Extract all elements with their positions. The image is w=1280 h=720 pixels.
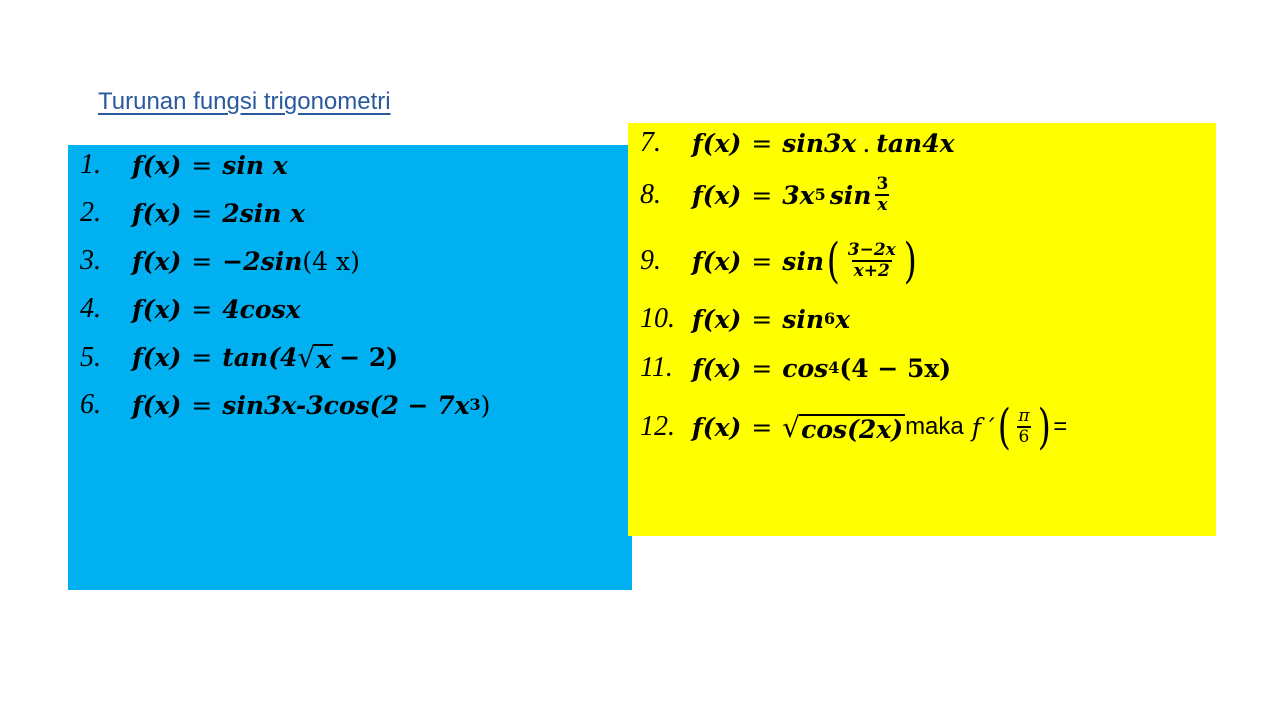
problem-3: 3. f(x) = −2sin (4 x) (80, 245, 360, 276)
fraction: π 6 (1016, 406, 1032, 447)
problem-1: 1. f(x) = sin x (80, 149, 288, 180)
problem-5: 5. f(x) = tan(4 √x − 2) (80, 341, 399, 374)
problem-number: 4. (80, 293, 101, 324)
problem-number: 2. (80, 197, 101, 228)
problem-4: 4. f(x) = 4cosx (80, 293, 301, 324)
problem-number: 9. (640, 245, 661, 276)
problem-2: 2. f(x) = 2sin x (80, 197, 306, 228)
problem-number: 11. (640, 352, 673, 383)
problem-number: 8. (640, 179, 661, 210)
problem-number: 10. (640, 303, 675, 334)
problem-number: 7. (640, 127, 661, 158)
problem-number: 1. (80, 149, 101, 180)
problem-number: 6. (80, 389, 101, 420)
fraction: 3 x (875, 174, 890, 215)
problem-number: 12. (640, 411, 675, 442)
fraction: 3−2x x+2 (847, 240, 896, 281)
problem-number: 3. (80, 245, 101, 276)
square-root: √x (297, 341, 334, 374)
page-title: Turunan fungsi trigonometri (98, 88, 391, 115)
problem-9: 9. f(x) = sin ( 3−2x x+2 ) (640, 233, 917, 289)
problem-7: 7. f(x) = sin3x . tan4x (640, 127, 955, 158)
blue-panel: 1. f(x) = sin x 2. f(x) = 2sin x 3. f(x)… (68, 145, 632, 590)
problem-number: 5. (80, 341, 101, 373)
problem-12: 12. f(x) = √cos(2x) maka f ′ ( π 6 ) = (640, 399, 1068, 455)
square-root: √cos(2x) (782, 410, 906, 444)
